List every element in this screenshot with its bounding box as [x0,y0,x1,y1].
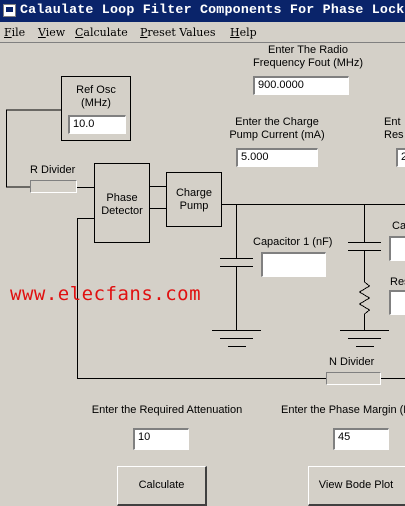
capacitor2-input[interactable] [389,236,405,261]
charge-pump-label: Charge Pump [175,187,213,212]
ref-osc-input[interactable]: 10.0 [68,115,126,134]
view-bode-plot-button[interactable]: View Bode Plot [308,466,405,506]
wire-feedback [77,218,327,379]
resistor-input[interactable] [389,290,405,315]
phase-detector-label: Phase Detector [101,192,143,217]
charge-current-label: Enter the Charge Pump Current (mA) [229,116,325,141]
radio-freq-label: Enter The Radio Frequency Fout (MHz) [252,44,364,69]
resistor-zigzag [358,281,371,315]
radio-freq-input[interactable]: 900.0000 [253,76,349,95]
attenuation-input[interactable]: 10 [133,428,189,450]
resistor-label: Res [390,276,405,288]
menu-bar: File View Calculate Preset Values Help [0,24,405,43]
charge-current-input[interactable]: 5.000 [236,148,318,167]
capacitor2-label: Ca [392,220,405,232]
menu-file[interactable]: File [4,26,26,39]
r-divider-label: R Divider [30,164,76,176]
n-divider-input[interactable] [326,372,381,385]
menu-view[interactable]: View [38,26,66,39]
window-title: Calaulate Loop Filter Components For Pha… [20,2,405,17]
phase-detector-box: Phase Detector [94,163,150,243]
charge-pump-box: Charge Pump [166,172,222,227]
n-divider-label: N Divider [329,356,375,368]
menu-calculate[interactable]: Calculate [75,26,128,39]
watermark-text: www.elecfans.com [10,283,202,305]
menu-help[interactable]: Help [230,26,257,39]
app-icon[interactable] [3,4,16,17]
menu-preset-values[interactable]: Preset Values [140,26,216,39]
right-field-label: Ent Res [384,116,404,141]
r-divider-input[interactable] [30,180,77,193]
capacitor1-input[interactable] [261,252,326,277]
right-field-input[interactable]: 2 [396,148,405,167]
calculate-button[interactable]: Calculate [117,466,207,506]
wire-ref-osc [6,109,62,188]
phase-margin-input[interactable]: 45 [333,428,389,450]
attenuation-label: Enter the Required Attenuation [91,404,243,416]
ref-osc-label: Ref Osc (MHz) [76,84,116,109]
phase-margin-label: Enter the Phase Margin (D [281,404,405,416]
title-bar: Calaulate Loop Filter Components For Pha… [0,0,405,22]
capacitor1-label: Capacitor 1 (nF) [253,236,333,248]
